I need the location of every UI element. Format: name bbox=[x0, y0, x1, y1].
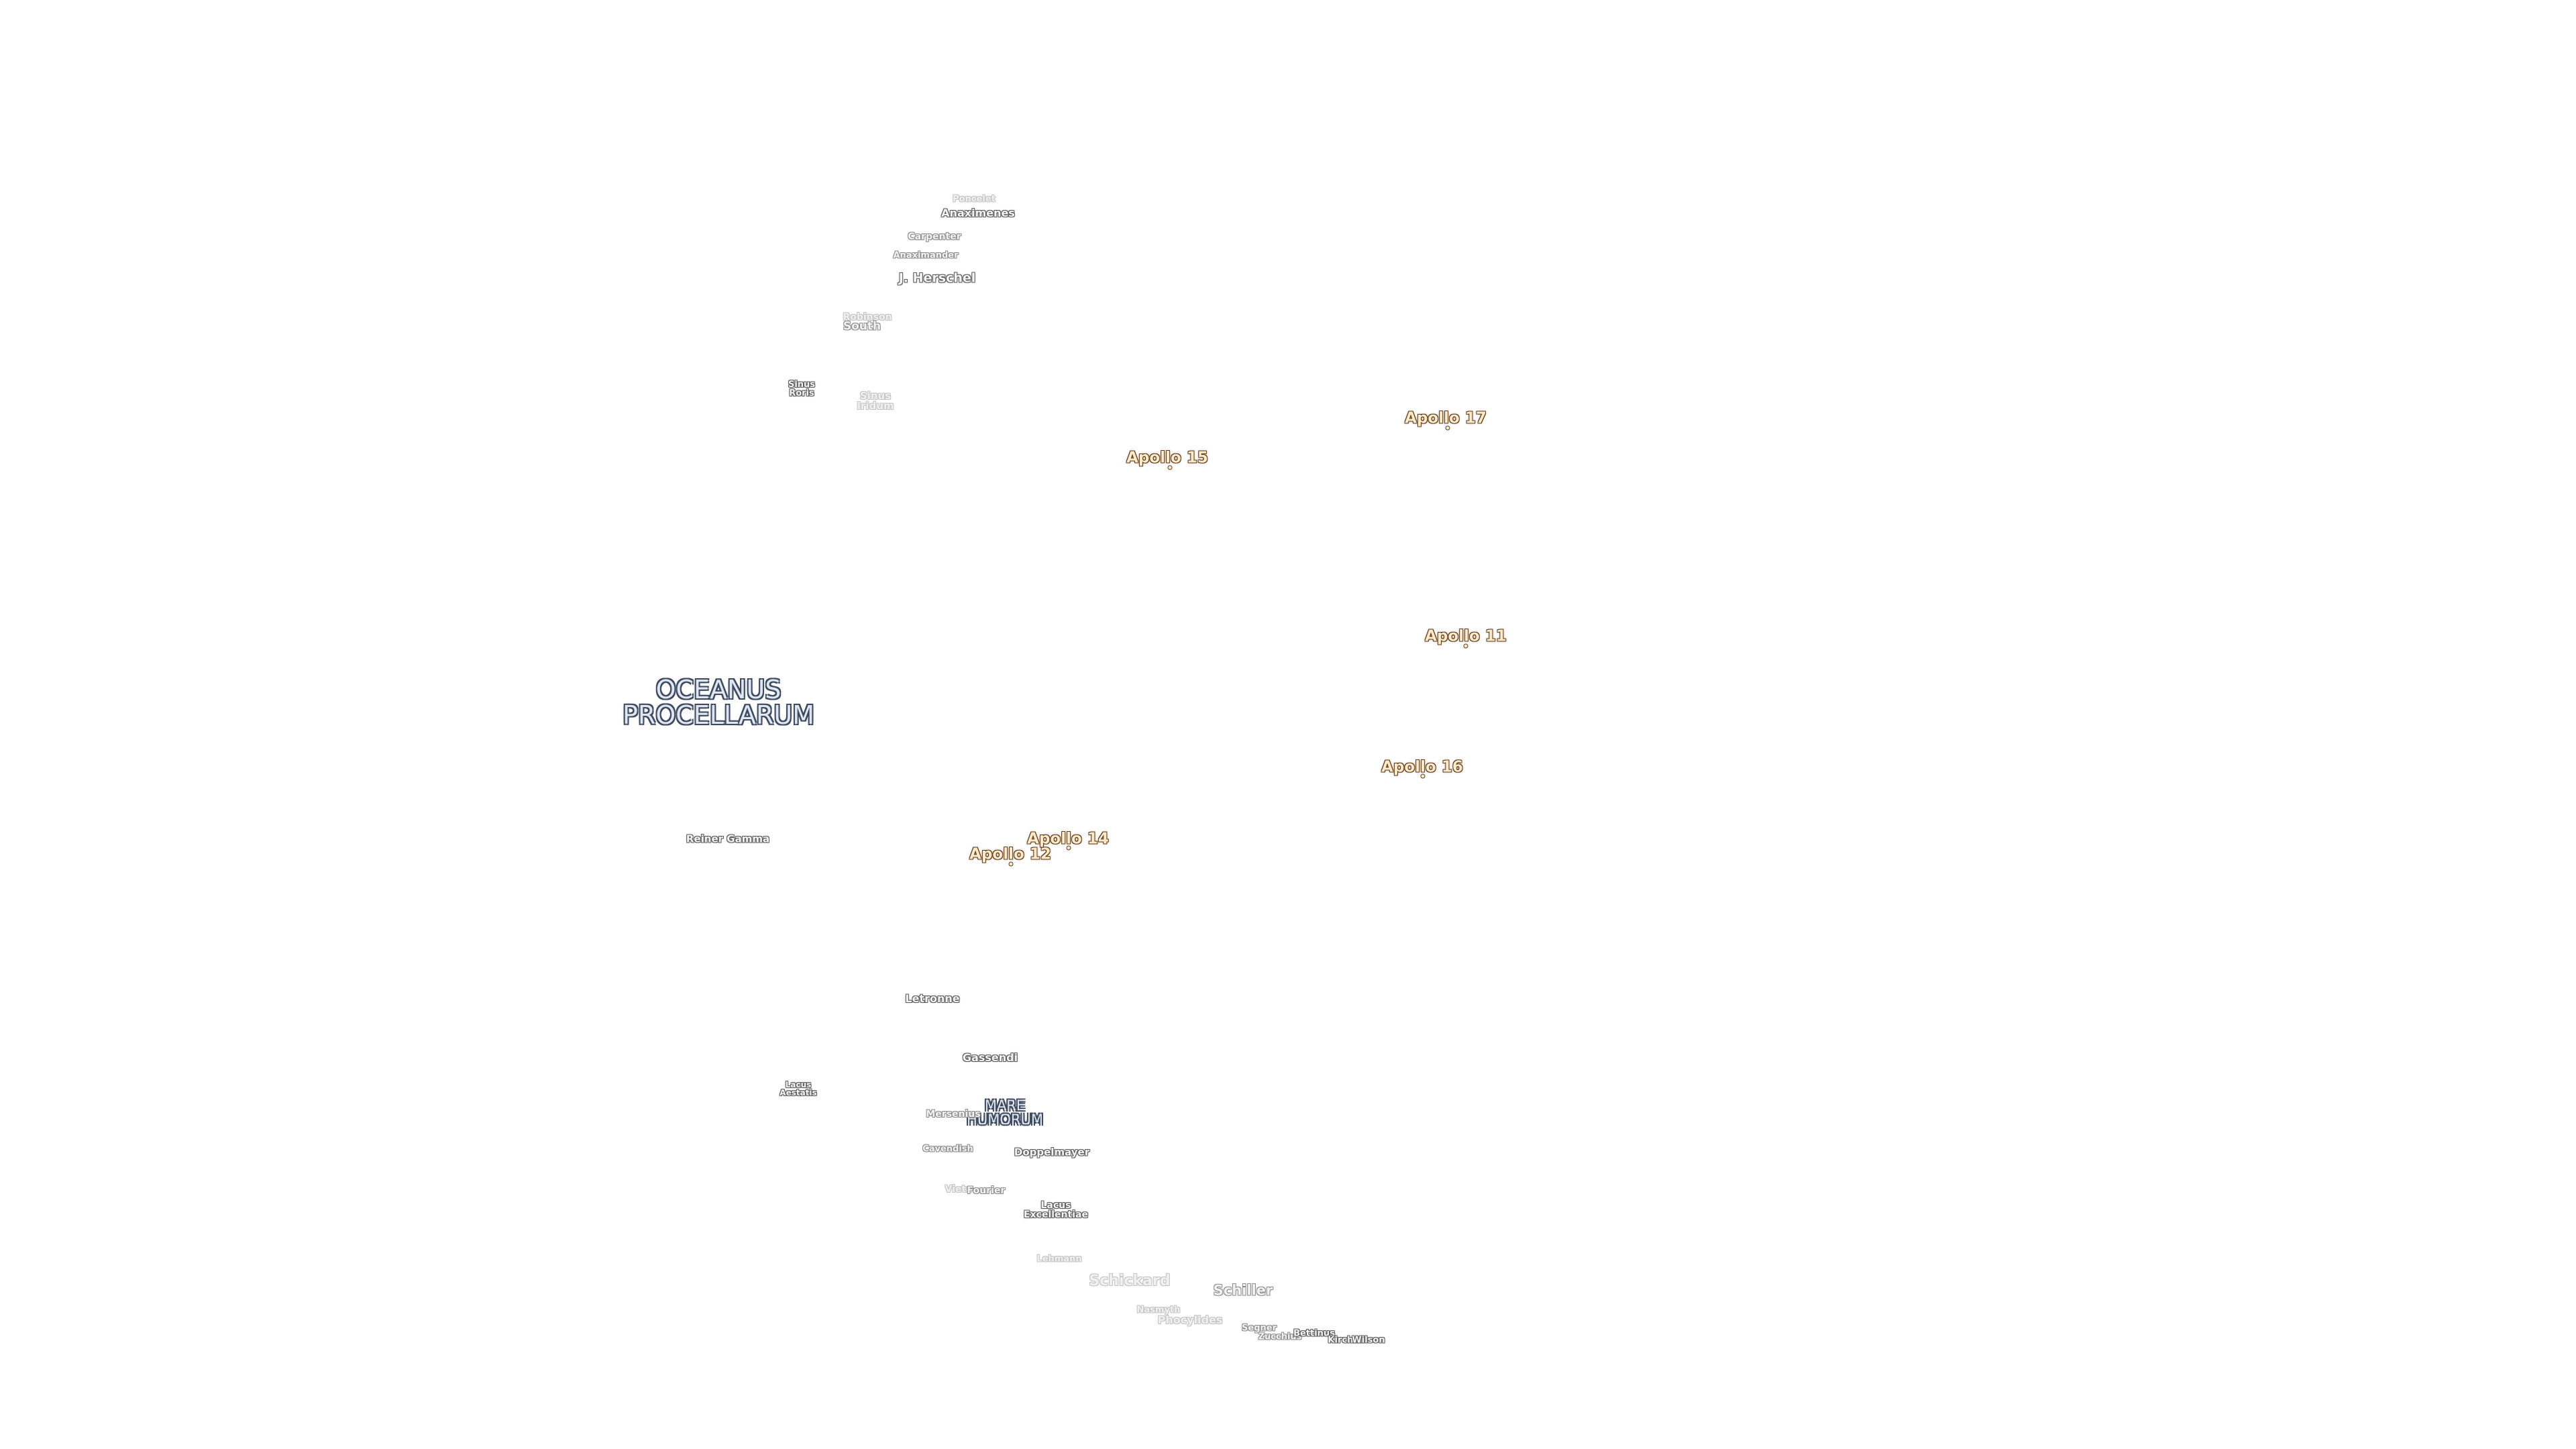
label-apollo-14[interactable]: Apollo 14 bbox=[1027, 830, 1109, 848]
label-reiner-gamma: Reiner Gamma bbox=[686, 833, 770, 845]
apollo-14-site-marker[interactable] bbox=[1066, 845, 1071, 851]
label-apollo-16[interactable]: Apollo 16 bbox=[1381, 758, 1463, 776]
label-apollo-11[interactable]: Apollo 11 bbox=[1425, 627, 1507, 645]
label-apollo-15[interactable]: Apollo 15 bbox=[1126, 449, 1208, 467]
label-nasmyth: Nasmyth bbox=[1136, 1305, 1181, 1316]
apollo-15-site-marker[interactable] bbox=[1167, 465, 1173, 470]
apollo-16-site-marker[interactable] bbox=[1420, 773, 1426, 779]
label-robinson: Robinson bbox=[843, 312, 892, 323]
apollo-11-site-marker[interactable] bbox=[1463, 643, 1468, 649]
label-poncelet: Poncelet bbox=[953, 194, 996, 205]
label-segner: Segner bbox=[1242, 1323, 1277, 1334]
label-schiller: Schiller bbox=[1213, 1282, 1273, 1299]
label-south: South bbox=[843, 319, 881, 333]
label-j-herschel: J. Herschel bbox=[898, 270, 976, 286]
label-gassendi: Gassendi bbox=[962, 1051, 1018, 1064]
label-doppelmayer: Doppelmayer bbox=[1014, 1146, 1090, 1159]
apollo-12-site-marker[interactable] bbox=[1008, 861, 1014, 867]
label-lacus-aestatis: Lacus Aestatis bbox=[780, 1080, 817, 1097]
label-carpenter: Carpenter bbox=[908, 231, 961, 242]
label-anaximenes: Anaximenes bbox=[941, 207, 1015, 219]
label-fourier: Fourier bbox=[967, 1185, 1006, 1196]
label-sinus-iridum: Sinus Iridum bbox=[857, 390, 894, 412]
label-sinus-roris: Sinus Roris bbox=[788, 380, 816, 398]
apollo-17-site-marker[interactable] bbox=[1445, 425, 1450, 431]
label-wilson: Wilson bbox=[1352, 1335, 1385, 1346]
label-lacus-excellentiae: Lacus Excellentiae bbox=[1024, 1200, 1088, 1220]
label-phocylides: Phocylides bbox=[1157, 1313, 1223, 1326]
label-mersenius: Mersenius bbox=[926, 1109, 981, 1120]
label-apollo-17[interactable]: Apollo 17 bbox=[1405, 409, 1487, 427]
label-lehmann: Lehmann bbox=[1036, 1254, 1082, 1265]
label-vieta: Vieta bbox=[945, 1184, 973, 1195]
label-zucchius: Zucchius bbox=[1258, 1332, 1302, 1342]
label-bettinus: Bettinus bbox=[1293, 1328, 1335, 1339]
label-apollo-12[interactable]: Apollo 12 bbox=[969, 845, 1051, 863]
label-anaximander: Anaximander bbox=[893, 250, 959, 261]
label-oceanus-procellarum: OCEANUS PROCELLARUM bbox=[623, 675, 814, 730]
label-cavendish: Cavendish bbox=[922, 1144, 973, 1155]
label-letronne: Letronne bbox=[905, 992, 960, 1005]
label-schickard: Schickard bbox=[1089, 1273, 1171, 1289]
label-kircher: Kircher bbox=[1328, 1335, 1364, 1346]
label-mare-humorum: MARE HUMORUM bbox=[967, 1097, 1043, 1128]
